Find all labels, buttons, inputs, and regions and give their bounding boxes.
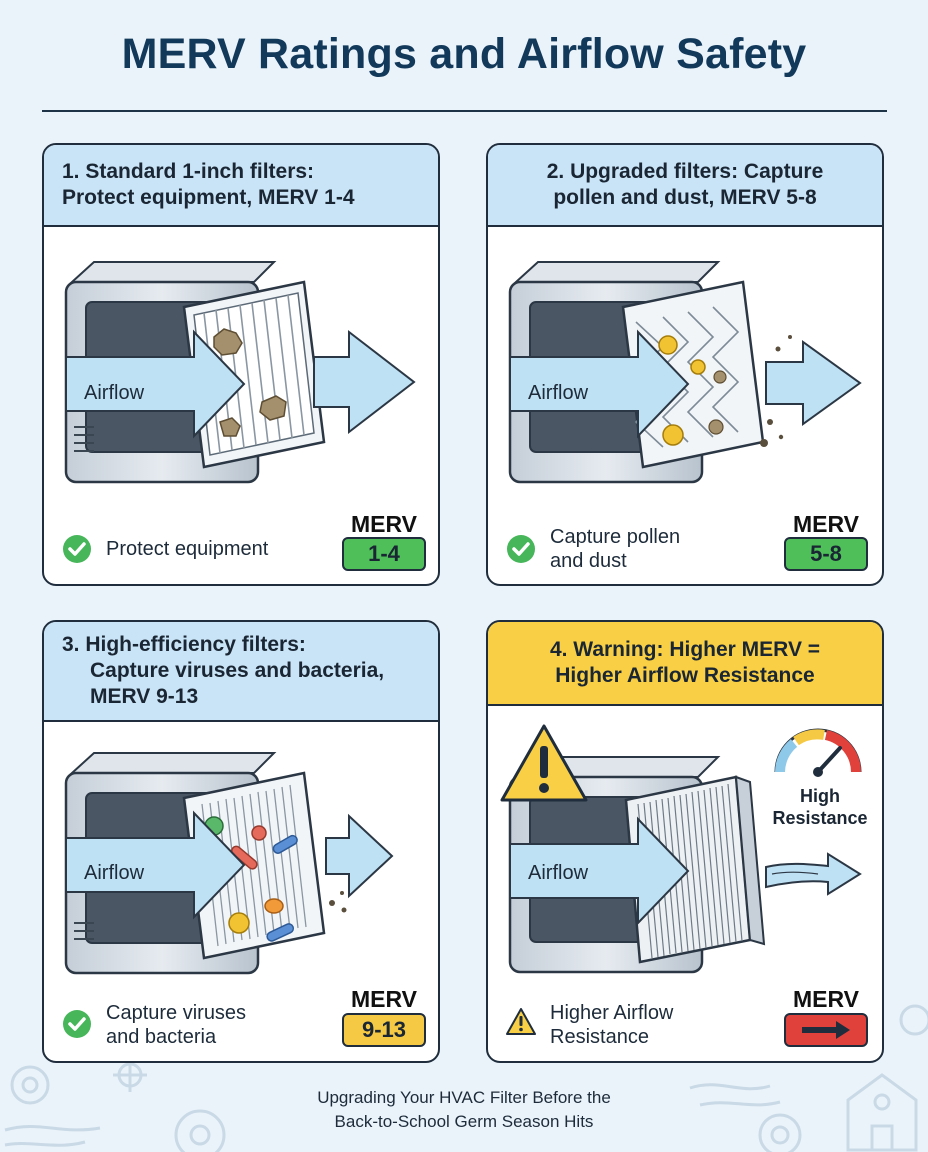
weak-outflow-arrow: [765, 852, 862, 896]
filter-illustration: [64, 752, 394, 975]
caption-line: and bacteria: [106, 1026, 217, 1048]
airflow-label: Airflow: [84, 862, 145, 884]
check-circle-icon: [63, 535, 91, 563]
merv-label: MERV: [792, 511, 860, 537]
card-header: 4. Warning: Higher MERV = Higher Airflow…: [488, 622, 882, 706]
outflow-arrow: [325, 813, 394, 899]
merv-label: MERV: [792, 986, 860, 1012]
warning-triangle-icon: [506, 1008, 536, 1035]
outflow-arrow: [313, 329, 416, 435]
card-high-efficiency-filters: 3. High-efficiency filters: Capture viru…: [42, 620, 440, 1063]
merv-label: MERV: [350, 511, 418, 537]
virus-particle-icon: [204, 816, 267, 934]
card-header-line: 2. Upgraded filters: Capture: [546, 160, 824, 183]
card-header-line: MERV 9-13: [90, 685, 199, 708]
airflow-arrow: [509, 329, 690, 439]
card-header-line: Capture viruses and bacteria,: [90, 659, 385, 682]
resistance-gauge-icon: [774, 728, 862, 777]
card-header-line: 1. Standard 1-inch filters:: [62, 160, 315, 183]
card-header: 3. High-efficiency filters: Capture viru…: [44, 622, 438, 722]
merv-badge-red: [784, 1013, 868, 1047]
card-upgraded-filters: 2. Upgraded filters: Capture pollen and …: [486, 143, 884, 586]
gauge-label-line: Resistance: [772, 808, 868, 828]
warning-triangle-icon: [500, 724, 588, 802]
merv-label: MERV: [350, 986, 418, 1012]
bacteria-particle-icon: [231, 834, 298, 942]
card-caption: Capture pollen and dust: [550, 525, 680, 573]
caption-line: Capture viruses: [106, 1002, 247, 1024]
caption-line: Resistance: [550, 1026, 649, 1048]
pollen-particle-icon: [658, 335, 706, 446]
airflow-arrow: [65, 329, 246, 439]
airflow-label: Airflow: [528, 862, 589, 884]
page-footer: Upgrading Your HVAC Filter Before the Ba…: [0, 1086, 928, 1134]
footer-line: Upgrading Your HVAC Filter Before the: [317, 1088, 611, 1107]
dust-particle-icon: [708, 370, 727, 435]
check-circle-icon: [507, 535, 535, 563]
dust-particle-icon: [213, 328, 287, 437]
card-warning-resistance: 4. Warning: Higher MERV = Higher Airflow…: [486, 620, 884, 1063]
card-standard-filters: 1. Standard 1-inch filters: Protect equi…: [42, 143, 440, 586]
card-caption: Higher Airflow Resistance: [550, 1001, 673, 1049]
airflow-arrow: [509, 816, 690, 926]
airflow-label: Airflow: [84, 382, 145, 404]
card-header-line: Protect equipment, MERV 1-4: [62, 186, 355, 209]
gauge-label-line: High: [800, 786, 840, 806]
caption-line: Protect equipment: [106, 538, 269, 560]
title-divider: [42, 110, 887, 112]
filter-illustration: [508, 261, 862, 484]
card-header-line: 4. Warning: Higher MERV =: [549, 638, 821, 661]
airflow-arrow: [65, 810, 246, 920]
card-header: 2. Upgraded filters: Capture pollen and …: [488, 145, 882, 227]
card-header-line: Higher Airflow Resistance: [555, 664, 815, 687]
merv-badge: 1-4: [342, 537, 426, 571]
card-header-line: 3. High-efficiency filters:: [62, 633, 306, 656]
filter-illustration: [64, 261, 416, 484]
check-circle-icon: [63, 1010, 91, 1038]
caption-line: and dust: [550, 550, 627, 572]
caption-line: Higher Airflow: [550, 1002, 674, 1024]
card-header: 1. Standard 1-inch filters: Protect equi…: [44, 145, 438, 227]
card-header-line: pollen and dust, MERV 5-8: [553, 186, 817, 209]
merv-badge: 9-13: [342, 1013, 426, 1047]
gauge-label: High Resistance: [760, 785, 880, 829]
card-caption: Protect equipment: [106, 537, 268, 561]
page-title: MERV Ratings and Airflow Safety: [121, 30, 807, 78]
footer-line: Back-to-School Germ Season Hits: [334, 1112, 594, 1131]
outflow-arrow: [765, 340, 862, 426]
card-caption: Capture viruses and bacteria: [106, 1001, 246, 1049]
caption-line: Capture pollen: [550, 526, 681, 548]
airflow-label: Airflow: [528, 382, 589, 404]
filter-illustration: [500, 724, 862, 974]
merv-badge: 5-8: [784, 537, 868, 571]
arrow-right-icon: [802, 1021, 850, 1039]
